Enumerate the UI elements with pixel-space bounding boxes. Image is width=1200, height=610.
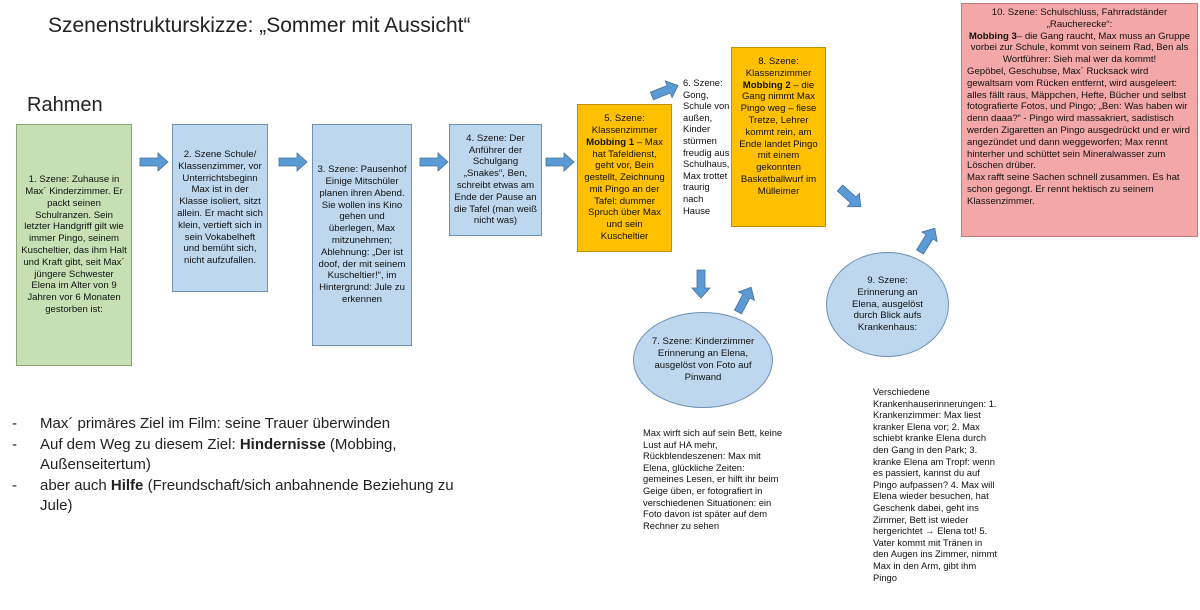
bullet-item: -Auf dem Weg zu diesem Ziel: Hindernisse… bbox=[12, 436, 397, 473]
scene-4-text: 4. Szene: Der Anführer der Schulgang „Sn… bbox=[454, 132, 538, 227]
bullet-item: -Max´ primäres Ziel im Film: seine Traue… bbox=[12, 415, 391, 432]
scene-7-ellipse: 7. Szene: Kinderzimmer Erinnerung an Ele… bbox=[633, 312, 773, 408]
arrow-s2-s3 bbox=[278, 152, 308, 172]
scene-2-box: 2. Szene Schule/ Klassenzimmer, vor Unte… bbox=[172, 124, 268, 292]
bullet-item: -aber auch Hilfe (Freundschaft/sich anba… bbox=[12, 477, 454, 514]
scene-4-box: 4. Szene: Der Anführer der Schulgang „Sn… bbox=[449, 124, 542, 236]
scene-10-text: 10. Szene: Schulschluss, Fahrradständer … bbox=[967, 7, 1191, 207]
scene-2-text: 2. Szene Schule/ Klassenzimmer, vor Unte… bbox=[177, 149, 263, 267]
scene-10-box: 10. Szene: Schulschluss, Fahrradständer … bbox=[961, 3, 1198, 237]
scene-9-text: 9. Szene: Erinnerung an Elena, ausgelöst… bbox=[852, 275, 923, 334]
scene-3-text: 3. Szene: Pausenhof Einige Mitschüler pl… bbox=[317, 164, 407, 305]
arrow-s5-s7 bbox=[691, 269, 711, 299]
arrow-s5-s6 bbox=[648, 76, 682, 105]
arrow-s3-s4 bbox=[419, 152, 449, 172]
arrow-s1-s2 bbox=[139, 152, 169, 172]
scene-6-text: 6. Szene: Gong, Schule von außen, Kinder… bbox=[683, 77, 730, 216]
goal-bullet-list: -Max´ primäres Ziel im Film: seine Traue… bbox=[12, 414, 472, 517]
arrow-s4-s5 bbox=[545, 152, 575, 172]
scene-3-box: 3. Szene: Pausenhof Einige Mitschüler pl… bbox=[312, 124, 412, 346]
scene-1-box: 1. Szene: Zuhause in Max´ Kinderzimmer. … bbox=[16, 124, 132, 366]
scene-9-note: Verschiedene Krankenhauserinnerungen: 1.… bbox=[873, 386, 998, 583]
scene-7-note: Max wirft sich auf sein Bett, keine Lust… bbox=[643, 427, 783, 531]
arrow-s7-s8 bbox=[729, 282, 760, 317]
scene-1-text: 1. Szene: Zuhause in Max´ Kinderzimmer. … bbox=[21, 174, 127, 315]
scene-9-ellipse: 9. Szene: Erinnerung an Elena, ausgelöst… bbox=[826, 252, 949, 357]
arrow-s9-s10 bbox=[911, 223, 943, 258]
page-title: Szenenstrukturskizze: „Sommer mit Aussic… bbox=[48, 14, 471, 37]
frame-label: Rahmen bbox=[27, 94, 103, 116]
scene-7-text: 7. Szene: Kinderzimmer Erinnerung an Ele… bbox=[651, 336, 755, 383]
arrow-s8-s9 bbox=[833, 180, 868, 214]
